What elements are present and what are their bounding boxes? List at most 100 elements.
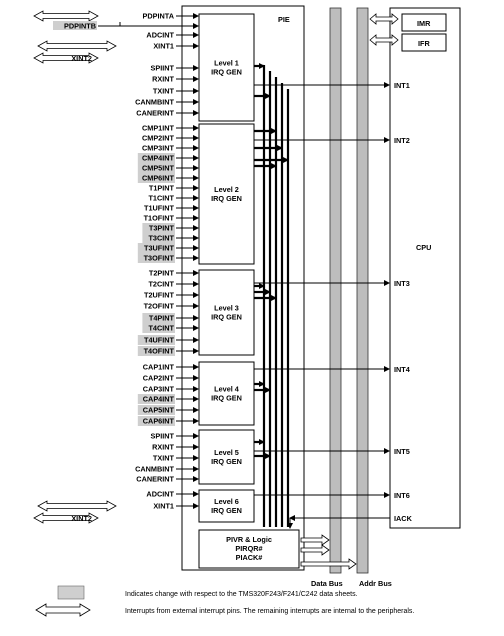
signal-highlight — [137, 335, 175, 345]
signal-highlight — [137, 405, 175, 415]
signal-label-cmp5int: CMP5INT — [142, 164, 175, 173]
level-5-title: Level 5 — [214, 448, 239, 457]
cpu-block — [389, 7, 461, 529]
signal-highlight — [137, 416, 175, 426]
level-2-irq-gen-block — [198, 123, 255, 265]
signal-label-cap3int: CAP3INT — [143, 385, 175, 394]
level-3-title: Level 3 — [214, 304, 239, 313]
signal-highlight — [142, 313, 175, 323]
pivr-line2: PIRQR# — [235, 544, 262, 553]
signal-highlight — [142, 233, 175, 243]
level-4-irq-gen-block — [198, 361, 255, 426]
level-6-title: Level 6 — [214, 497, 239, 506]
pivr-data-arrow — [300, 534, 330, 546]
ifr-label: IFR — [418, 39, 430, 48]
signal-label-t1pint: T1PINT — [149, 184, 175, 193]
signal-label-t2cint: T2CINT — [148, 280, 174, 289]
pdpintb-label: PDPINTB — [64, 22, 96, 31]
level-1-title: Level 1 — [214, 59, 239, 68]
signal-label-t4ofint: T4OFINT — [144, 347, 175, 356]
signal-label-t4cint: T4CINT — [148, 324, 174, 333]
external-pin-arrow — [37, 500, 117, 512]
signal-label-cmp1int: CMP1INT — [142, 124, 175, 133]
level-5-subtitle: IRQ GEN — [211, 457, 242, 466]
addr-bus-label: Addr Bus — [359, 579, 392, 588]
signal-label-t3pint: T3PINT — [149, 224, 175, 233]
level-6-subtitle: IRQ GEN — [211, 506, 242, 515]
int-output-label-int2: INT2 — [394, 136, 410, 145]
signal-label-cmp4int: CMP4INT — [142, 154, 175, 163]
signal-label-adcint: ADCINT — [146, 490, 174, 499]
int-output-label-int6: INT6 — [394, 491, 410, 500]
signal-label-cmp2int: CMP2INT — [142, 134, 175, 143]
level-4-title: Level 4 — [214, 385, 240, 394]
signal-label-cmp6int: CMP6INT — [142, 174, 175, 183]
signal-label-spiint: SPIINT — [150, 432, 174, 441]
int-output-label-int5: INT5 — [394, 447, 410, 456]
signal-highlight — [137, 173, 175, 183]
signal-label-adcint: ADCINT — [146, 31, 174, 40]
imr-register — [401, 13, 447, 32]
level-4-subtitle: IRQ GEN — [211, 394, 242, 403]
pivr-data-arrow — [300, 544, 330, 556]
level-1-subtitle: IRQ GEN — [211, 68, 242, 77]
cpu-label: CPU — [416, 243, 431, 252]
signal-label-canmbint: CANMBINT — [135, 465, 174, 474]
signal-label-cap2int: CAP2INT — [143, 374, 175, 383]
signal-label-cap6int: CAP6INT — [143, 417, 175, 426]
xint2-top-label: XINT2 — [71, 54, 92, 63]
level-3-subtitle: IRQ GEN — [211, 313, 242, 322]
signal-label-canerint: CANERINT — [136, 475, 174, 484]
signal-label-t1ofint: T1OFINT — [144, 214, 175, 223]
signal-highlight — [137, 253, 175, 263]
legend-shade-swatch — [57, 585, 85, 600]
signal-label-t3cint: T3CINT — [148, 234, 174, 243]
level-2-subtitle: IRQ GEN — [211, 194, 242, 203]
bus-register-arrow — [369, 34, 399, 46]
data-bus-label: Data Bus — [311, 579, 343, 588]
signal-label-t4pint: T4PINT — [149, 314, 175, 323]
pivr-addr-arrow — [300, 558, 357, 570]
pivr-line1: PIVR & Logic — [226, 535, 272, 544]
signal-label-pdpinta: PDPINTA — [143, 12, 175, 21]
signal-highlight — [137, 346, 175, 356]
level-2-title: Level 2 — [214, 185, 239, 194]
int-output-label-int4: INT4 — [394, 365, 411, 374]
signal-highlight — [137, 243, 175, 253]
signal-label-rxint: RXINT — [152, 75, 174, 84]
signal-label-cap5int: CAP5INT — [143, 406, 175, 415]
signal-label-xint1: XINT1 — [153, 42, 174, 51]
signal-label-t3ofint: T3OFINT — [144, 254, 175, 263]
signal-highlight — [142, 223, 175, 233]
iack-label: IACK — [394, 514, 413, 523]
ifr-register — [401, 33, 447, 52]
signal-label-t3ufint: T3UFINT — [144, 244, 175, 253]
external-pin-arrow — [37, 40, 117, 52]
signal-label-t2pint: T2PINT — [149, 269, 175, 278]
imr-label: IMR — [417, 19, 431, 28]
signal-label-canerint: CANERINT — [136, 109, 174, 118]
signal-label-cap1int: CAP1INT — [143, 363, 175, 372]
signal-label-t1cint: T1CINT — [148, 194, 174, 203]
pivr-logic-block — [198, 529, 300, 569]
signal-label-txint: TXINT — [153, 454, 175, 463]
pivr-line3: PIACK# — [236, 553, 263, 562]
signal-highlight — [53, 21, 97, 30]
external-pin-arrow — [33, 512, 99, 524]
level-3-irq-gen-block — [198, 269, 255, 356]
level-6-irq-gen-block — [198, 489, 255, 523]
signal-label-spiint: SPIINT — [150, 64, 174, 73]
legend-shade-text: Indicates change with respect to the TMS… — [125, 591, 358, 598]
signal-label-t1ufint: T1UFINT — [144, 204, 175, 213]
signal-label-xint1: XINT1 — [153, 502, 174, 511]
signal-label-cmp3int: CMP3INT — [142, 144, 175, 153]
signal-label-cap4int: CAP4INT — [143, 395, 175, 404]
legend-external-text: Interrupts from external interrupt pins.… — [125, 608, 414, 615]
int-output-label-int3: INT3 — [394, 279, 410, 288]
int-output-label-int1: INT1 — [394, 81, 410, 90]
signal-label-txint: TXINT — [153, 87, 175, 96]
xint2-bottom-label: XINT2 — [71, 514, 92, 523]
signal-highlight — [142, 323, 175, 333]
signal-label-t2ofint: T2OFINT — [144, 302, 175, 311]
